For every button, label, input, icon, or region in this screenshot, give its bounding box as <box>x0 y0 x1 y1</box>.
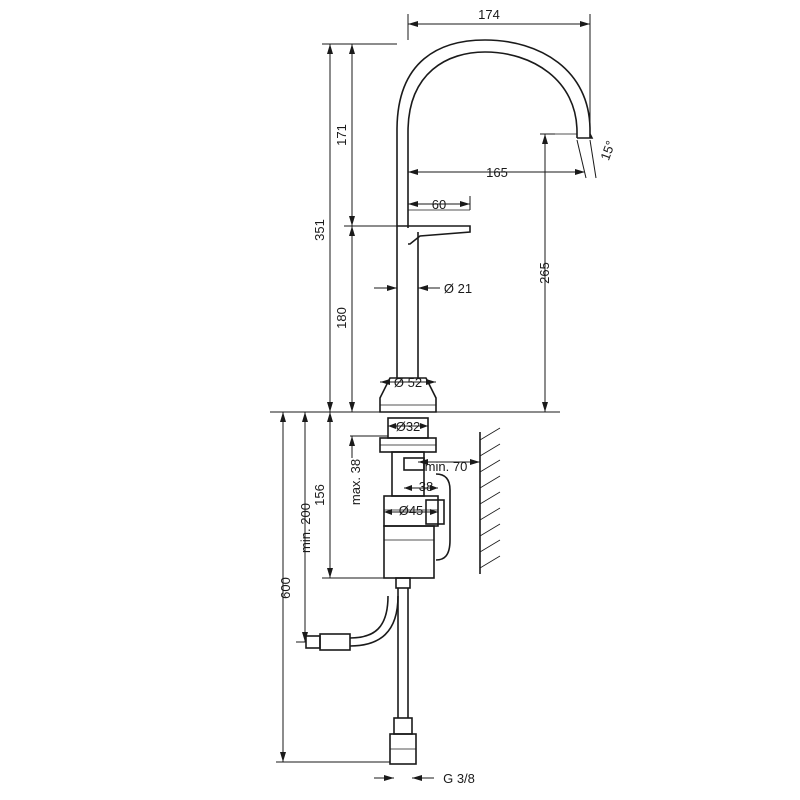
dim-min-wall-distance: min. 70 <box>425 459 468 474</box>
dim-total-hose-length: 600 <box>278 577 293 599</box>
faucet-body <box>270 39 594 413</box>
dim-under-counter-depth: 156 <box>312 484 327 506</box>
dim-spout-angle: 15° <box>597 139 618 163</box>
supply-hoses <box>305 588 417 765</box>
dim-upper-height: 171 <box>334 124 349 146</box>
dim-max-thickness: max. 38 <box>348 459 363 505</box>
dimension-lines <box>276 14 597 781</box>
dim-connection-thread: G 3/8 <box>443 771 475 786</box>
dim-spout-reach: 174 <box>478 7 500 22</box>
mounting-assembly <box>379 417 451 589</box>
dim-lever-length: 60 <box>432 197 446 212</box>
dim-overall-height: 351 <box>312 219 327 241</box>
dim-base-diameter: Ø 52 <box>394 375 422 390</box>
dim-body-diameter: Ø 21 <box>444 281 472 296</box>
dim-nut-width: 38 <box>419 479 433 494</box>
dim-hole-diameter: Ø32 <box>396 419 421 434</box>
dim-outlet-height: 265 <box>537 262 552 284</box>
dim-min-hose-length: min. 200 <box>298 503 313 553</box>
dim-spout-projection: 165 <box>486 165 508 180</box>
wall-hatching <box>479 427 501 574</box>
dim-nut-diameter: Ø45 <box>399 503 424 518</box>
dim-lower-height: 180 <box>334 307 349 329</box>
